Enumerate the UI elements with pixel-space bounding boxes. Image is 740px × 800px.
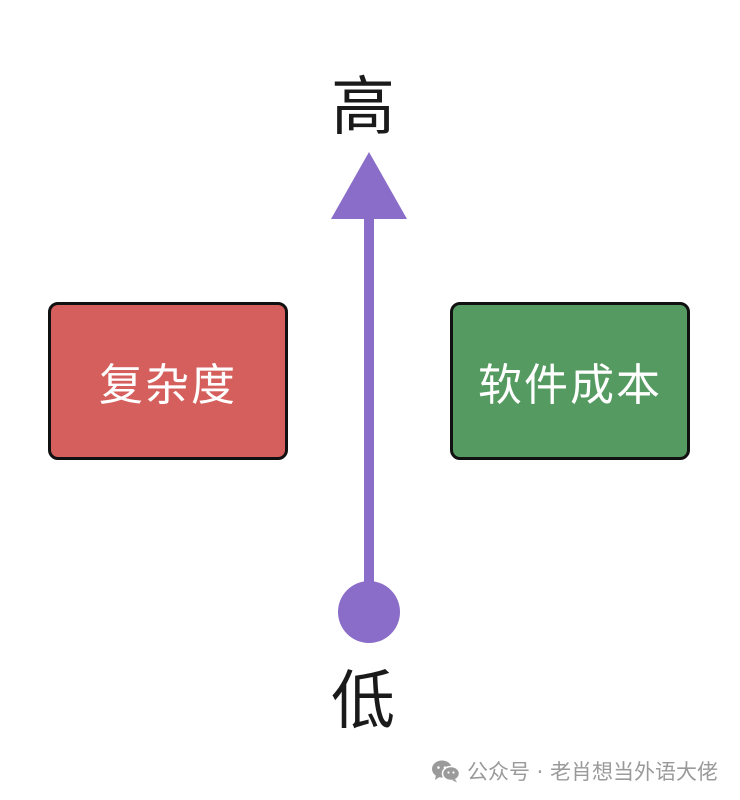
watermark: 公众号 · 老肖想当外语大佬 xyxy=(431,756,718,786)
software-cost-box: 软件成本 xyxy=(450,302,690,460)
wechat-icon xyxy=(431,760,461,783)
watermark-text: 公众号 · 老肖想当外语大佬 xyxy=(466,760,718,784)
axis-bottom-label: 低 xyxy=(331,665,395,739)
complexity-label: 复杂度 xyxy=(99,360,237,411)
axis-origin-dot xyxy=(338,581,400,643)
software-cost-label: 软件成本 xyxy=(478,360,662,411)
complexity-box: 复杂度 xyxy=(48,302,288,460)
axis-top-label: 高 xyxy=(331,71,395,145)
arrowhead-up-icon xyxy=(331,152,407,219)
